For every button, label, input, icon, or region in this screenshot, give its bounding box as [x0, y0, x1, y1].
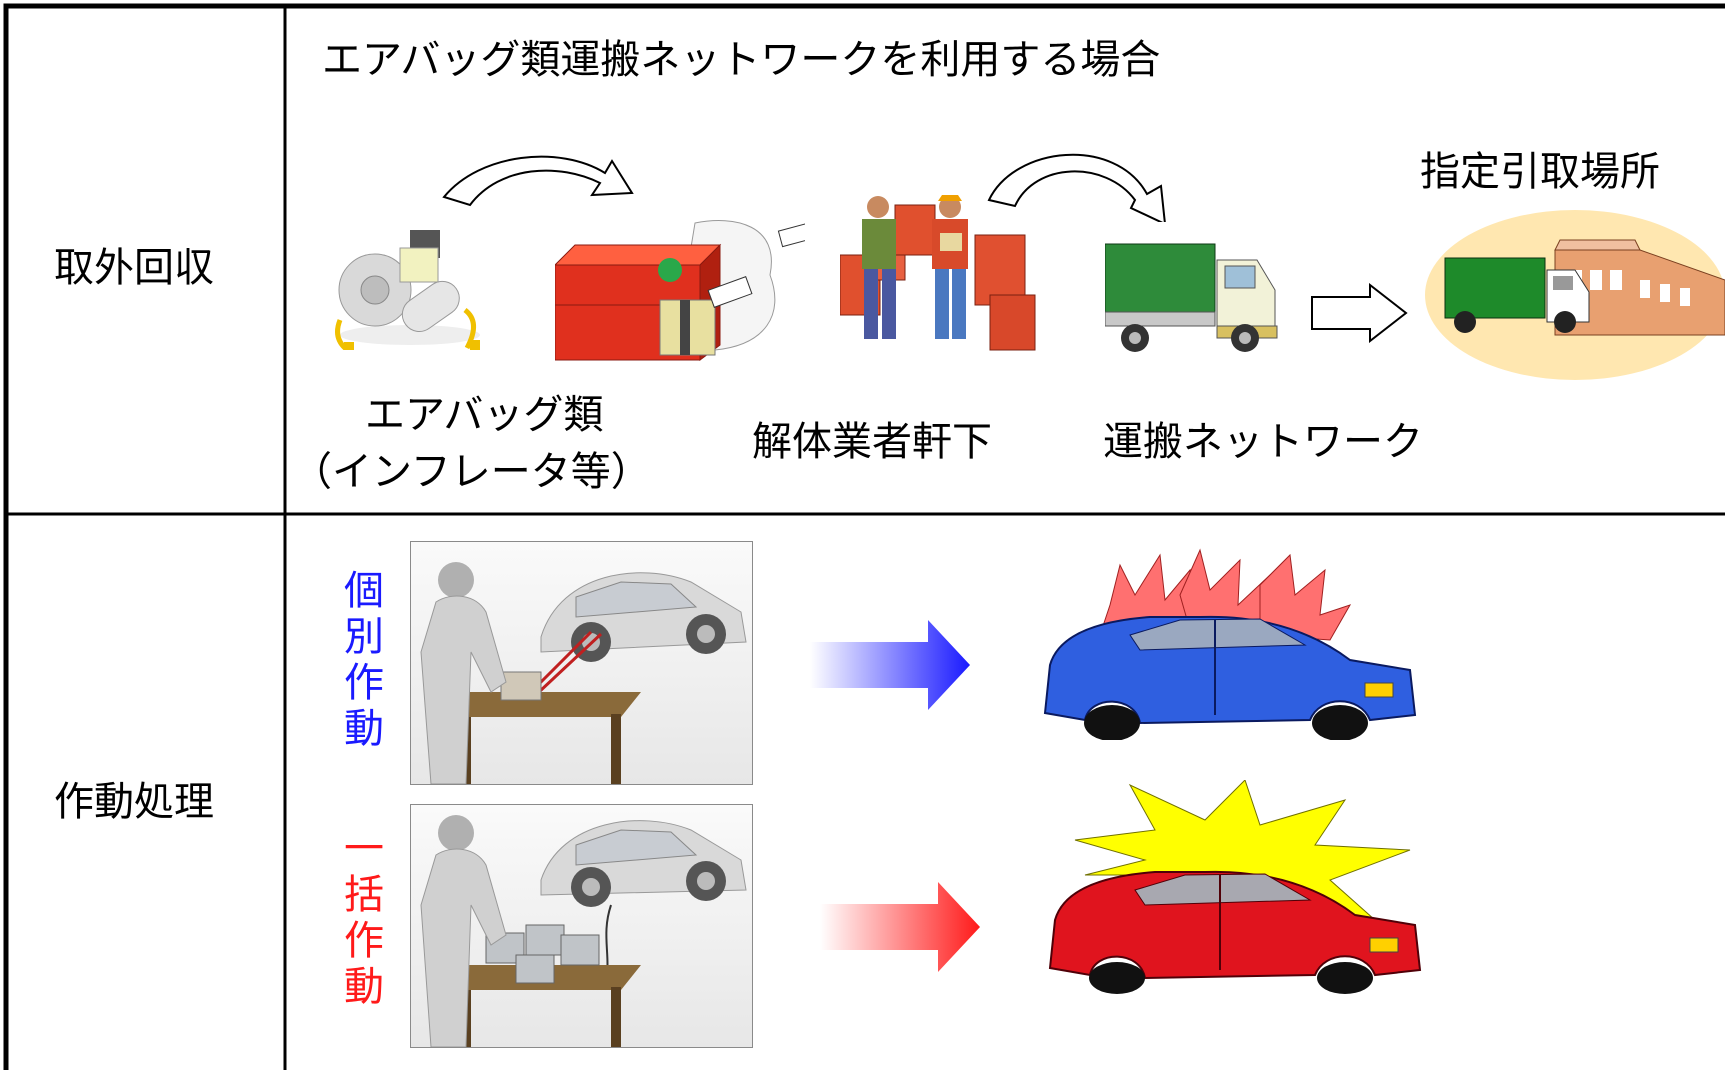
arrow-right-red-icon	[820, 882, 980, 972]
step-label-site: 指定引取場所	[1420, 149, 1660, 195]
red-car-deployed-icon	[1048, 780, 1422, 994]
method-label-batch: 一括作動	[344, 826, 384, 1010]
collection-site-icon	[1425, 210, 1725, 380]
storage-boxes-icon	[555, 220, 805, 361]
batch-deploy-photo	[410, 804, 753, 1048]
workers-icon	[840, 195, 1036, 351]
step-label-network: 運搬ネットワーク	[1103, 419, 1423, 465]
row-label-deployment: 作動処理	[54, 779, 214, 825]
arrow-right-icon	[1311, 283, 1408, 343]
airbag-inflator-icon	[335, 230, 480, 350]
step-label-airbag: エアバッグ類	[365, 392, 604, 438]
blue-car-deployed-icon	[1043, 548, 1417, 740]
arrow-right-blue-icon	[810, 620, 970, 710]
step-label-airbag-sub: （インフレータ等）	[292, 449, 651, 495]
curved-arrow-icon	[987, 153, 1166, 222]
row-label-collection: 取外回収	[54, 245, 214, 291]
individual-deploy-photo	[410, 541, 753, 785]
collection-title: エアバッグ類運搬ネットワークを利用する場合	[322, 37, 1161, 83]
method-label-individual: 個別作動	[344, 568, 384, 752]
covered-truck-icon	[1105, 243, 1278, 352]
curved-arrow-icon	[442, 155, 634, 207]
step-label-dismantler: 解体業者軒下	[752, 419, 992, 465]
